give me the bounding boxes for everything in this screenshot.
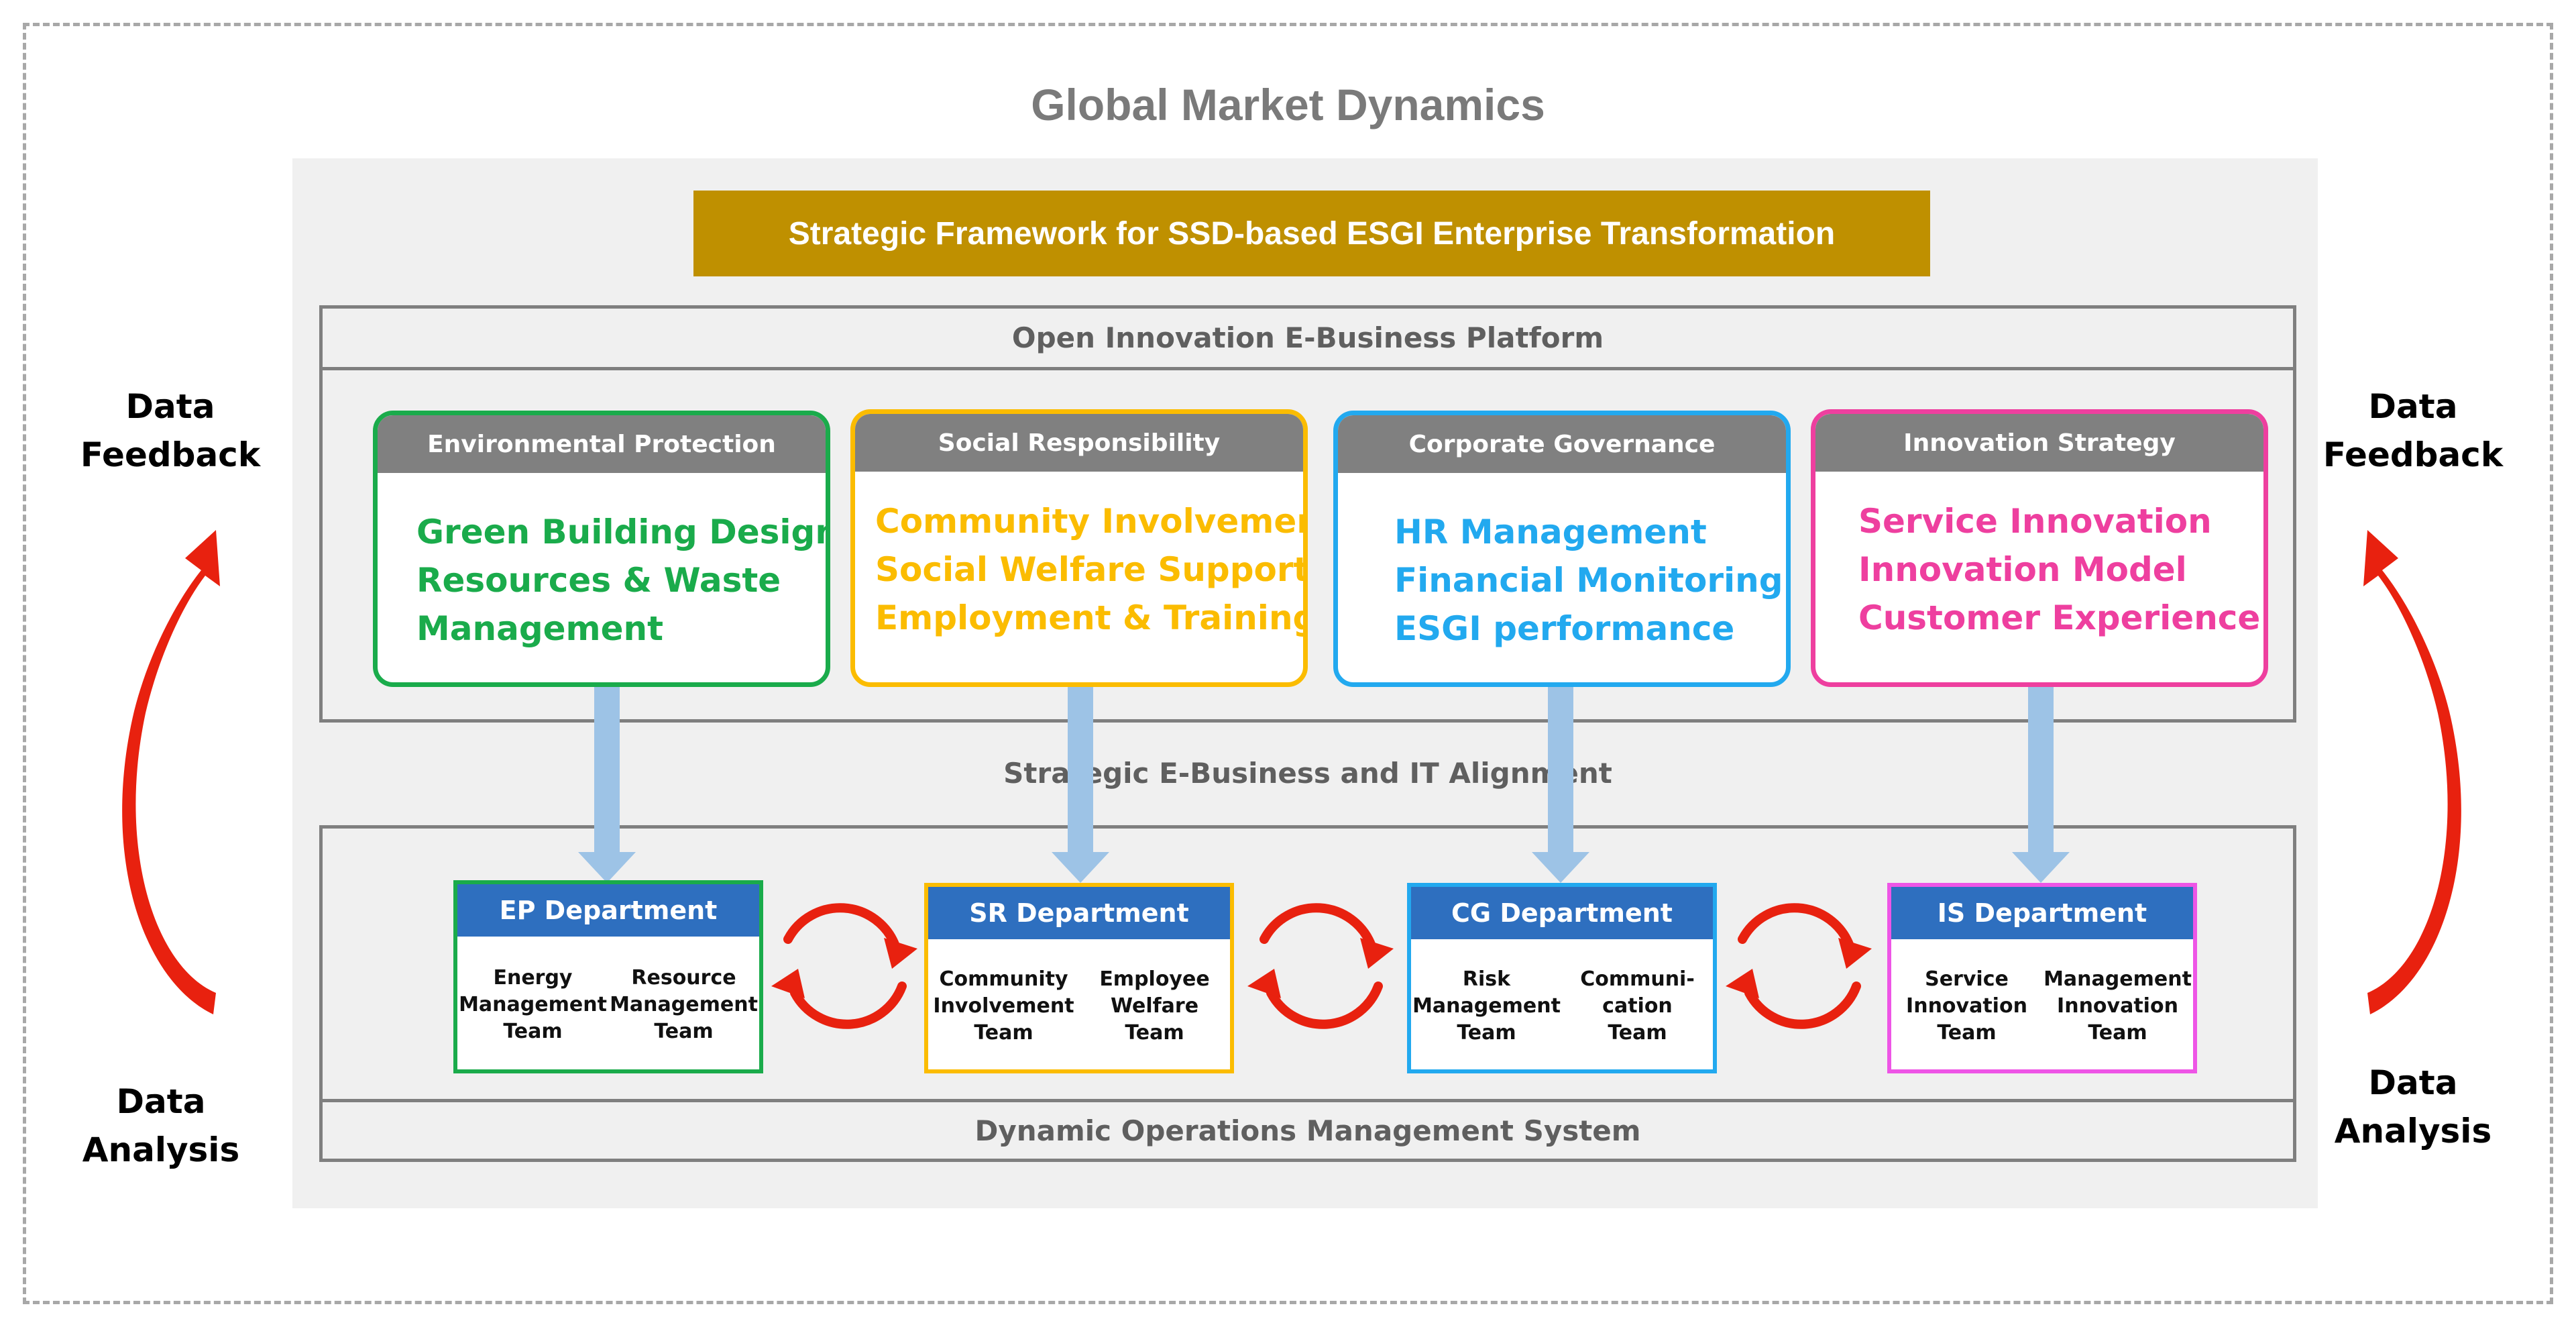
pillar-corporate-governance: Corporate Governance HR Management Finan… [1333, 411, 1791, 687]
team-label: Team [654, 1020, 714, 1043]
pillar-item: Social Welfare Support [875, 550, 1308, 589]
team-label: Innovation [1906, 994, 2027, 1018]
team-label: Management [459, 993, 607, 1016]
team-label: cation [1602, 994, 1673, 1018]
side-label-line: Data [125, 387, 215, 426]
side-label-line: Data [2368, 1063, 2458, 1102]
right-analysis-label: Data Analysis [2312, 1059, 2514, 1155]
team-label: Employee [1099, 967, 1210, 991]
team-label: Resource [631, 966, 736, 990]
operations-label: Dynamic Operations Management System [319, 1099, 2296, 1162]
team-label: Involvement [933, 994, 1074, 1018]
team-label: Team [1125, 1021, 1184, 1045]
team-label: Innovation [2057, 994, 2178, 1018]
pillar-item: ESGI performance [1394, 609, 1735, 648]
team-label: Team [503, 1020, 563, 1043]
pillar-item: Green Building Design [416, 513, 830, 551]
framework-banner: Strategic Framework for SSD-based ESGI E… [693, 191, 1930, 276]
team-label: Management [610, 993, 758, 1016]
team-label: Welfare [1110, 994, 1199, 1018]
team-label: Risk [1462, 967, 1511, 991]
alignment-label: Strategic E-Business and IT Alignment [1003, 756, 1612, 790]
left-analysis-label: Data Analysis [60, 1077, 262, 1174]
pillar-social-responsibility: Social Responsibility Community Involvem… [850, 409, 1308, 687]
right-feedback-label: Data Feedback [2312, 382, 2514, 479]
left-feedback-label: Data Feedback [70, 382, 271, 479]
team-label: Team [1937, 1021, 1997, 1045]
side-label-line: Data [2368, 387, 2458, 426]
department-heading: IS Department [1891, 887, 2193, 939]
side-label-line: Feedback [80, 435, 261, 474]
pillar-item: Customer Experience [1858, 598, 2261, 637]
pillar-heading: Corporate Governance [1338, 415, 1786, 473]
team-label: Management [1412, 994, 1561, 1018]
pillar-item: Resources & Waste [416, 561, 781, 600]
team-label: Energy [493, 966, 573, 990]
pillar-environmental-protection: Environmental Protection Green Building … [373, 411, 830, 687]
pillar-item: Employment & Training [875, 598, 1308, 637]
pillar-items: HR Management Financial Monitoring ESGI … [1338, 508, 1786, 653]
side-label-line: Analysis [82, 1130, 240, 1169]
down-arrow-icon [1052, 687, 1109, 883]
pillar-item: Financial Monitoring [1394, 561, 1783, 600]
team-label: Team [2088, 1021, 2147, 1045]
cycle-arrows-icon [1738, 903, 1861, 1029]
pillar-innovation-strategy: Innovation Strategy Service Innovation I… [1811, 409, 2268, 687]
department-heading: EP Department [457, 884, 759, 937]
feedback-loop-arrow-icon [122, 530, 220, 1014]
team-label: Communi- [1580, 967, 1695, 991]
down-arrow-icon [1532, 687, 1589, 883]
platform-label: Open Innovation E-Business Platform [319, 305, 2296, 370]
team-label: Team [1457, 1021, 1516, 1045]
page-title: Global Market Dynamics [1031, 80, 1545, 129]
outer-dashed-frame [23, 23, 2553, 1304]
down-arrow-icon [2012, 687, 2070, 883]
team-label: Service [1925, 967, 2009, 991]
cycle-arrows-icon [1259, 903, 1383, 1029]
pillar-heading: Environmental Protection [378, 415, 826, 473]
down-arrow-icon [578, 687, 636, 883]
cycle-arrows-icon [783, 903, 907, 1029]
side-label-line: Analysis [2334, 1112, 2492, 1151]
pillar-item: Service Innovation [1858, 502, 2212, 541]
pillar-item: Innovation Model [1858, 550, 2187, 589]
team-label: Community [939, 967, 1068, 991]
side-label-line: Data [116, 1082, 206, 1121]
feedback-loop-arrow-icon [2363, 530, 2461, 1014]
pillar-item: HR Management [1394, 513, 1707, 551]
side-label-line: Feedback [2322, 435, 2504, 474]
team-label: Team [974, 1021, 1033, 1045]
pillar-item: Management [416, 609, 664, 648]
department-heading: CG Department [1411, 887, 1713, 939]
pillar-items: Community Involvement Social Welfare Sup… [855, 497, 1303, 642]
pillar-items: Green Building Design Resources & Waste … [378, 508, 826, 653]
team-label: Management [2043, 967, 2192, 991]
department-heading: SR Department [928, 887, 1230, 939]
pillar-items: Service Innovation Innovation Model Cust… [1815, 497, 2263, 642]
team-label: Team [1608, 1021, 1667, 1045]
pillar-item: Community Involvement [875, 502, 1308, 541]
pillar-heading: Innovation Strategy [1815, 414, 2263, 472]
pillar-heading: Social Responsibility [855, 414, 1303, 472]
